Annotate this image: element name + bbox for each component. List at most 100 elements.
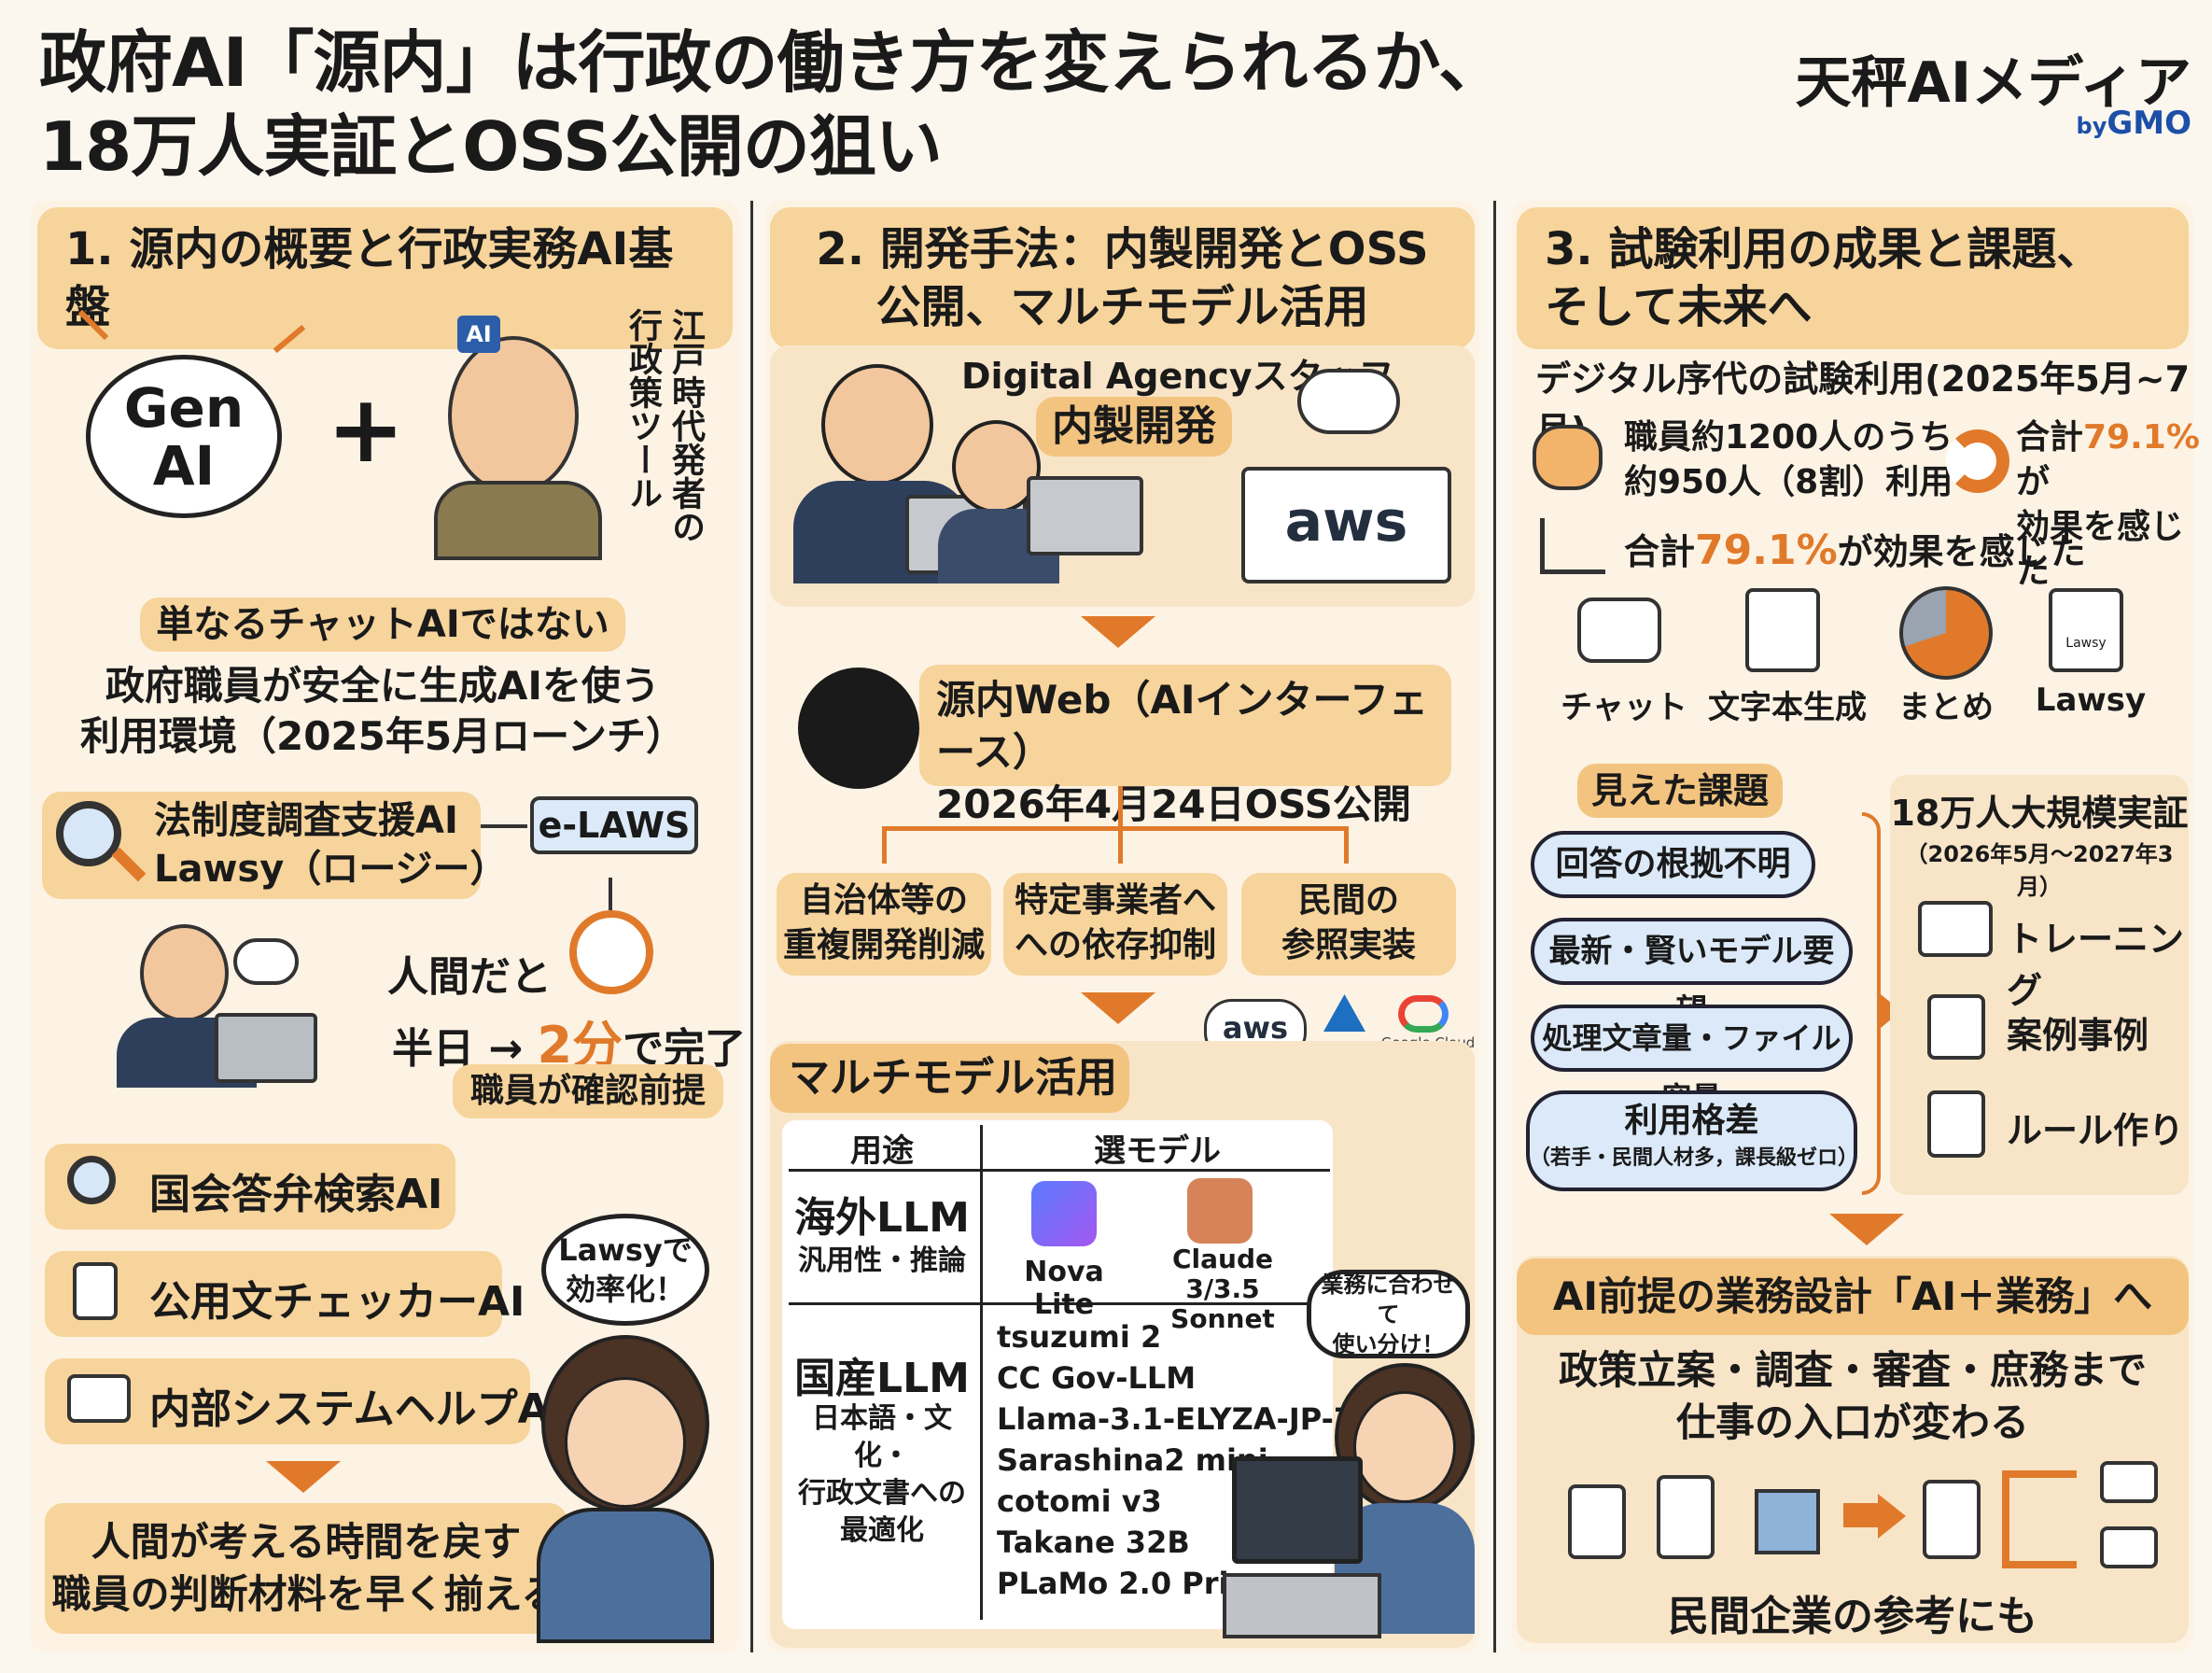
koyobun-card: [45, 1251, 502, 1337]
feature-lawsy-label: Lawsy: [2035, 682, 2147, 719]
brand-logo: 天秤AIメディア: [1795, 50, 2191, 116]
effect-percent: 79.1%: [2083, 418, 2200, 457]
koyobun-label: 公用文チェッカーAI: [149, 1278, 525, 1326]
face-icon: [1353, 1391, 1456, 1503]
cloud-users-icon: [1297, 369, 1400, 434]
domestic-model: Llama-3.1-ELYZA-JP-70B: [997, 1401, 1398, 1437]
denim-jacket-icon: [537, 1508, 714, 1643]
genai-web-line-1: 源内Web（AIインターフェース）: [936, 677, 1428, 775]
description-line-1: 政府職員が安全に生成AIを使う: [105, 663, 661, 709]
ai-chip-icon: AI: [457, 316, 500, 353]
staff-woman-illustration: [933, 420, 1148, 588]
claude-icon: [1187, 1178, 1253, 1244]
big-item-rules: ルール作り: [2007, 1110, 2185, 1151]
ai-design-description: 政策立案・調査・審査・庶務まで 仕事の入口が変わる: [1517, 1344, 2189, 1449]
branch-2-line-2: への依存抑制: [1014, 926, 1216, 964]
nova-label: Nova Lite: [1024, 1256, 1104, 1321]
issue4-line-1: 利用格差: [1624, 1102, 1759, 1140]
users-stat: 職員約1200人のうち 約950人（8割）利用: [1624, 415, 1953, 505]
kokkai-label: 国会答弁検索AI: [149, 1171, 443, 1218]
pie-summary-icon: [1899, 586, 1993, 680]
branch-reference-impl: 民間の 参照実装: [1241, 873, 1456, 976]
return-line-1: 人間が考える時間を戻す: [91, 1519, 522, 1565]
branch-1-line-1: 自治体等の: [799, 881, 968, 920]
issue-latest-model: 最新・賢いモデル要望: [1531, 918, 1853, 1030]
effect-line-1: 合計79.1%が: [2016, 415, 2212, 505]
heading-2-line-2: 公開、マルチモデル活用: [875, 281, 1369, 333]
issue4-line-2: （若手・民間人材多，課長級ゼロ）: [1530, 1146, 1859, 1170]
overseas-llm-label: 海外LLM: [794, 1194, 970, 1242]
return-line-2: 職員の判断材料を早く揃える: [51, 1571, 561, 1617]
title-line-1: 政府AI「源内」は行政の働き方を変えられるか、: [39, 23, 1505, 102]
big-demo-period: （2026年5月～2027年3月）: [1905, 841, 2174, 900]
computer-girl-illustration: [1223, 1363, 1475, 1643]
table-divider: [789, 1169, 1330, 1172]
branch-line: [1118, 826, 1123, 864]
claude-label: Claude 3/3.5 Sonnet: [1134, 1244, 1311, 1334]
window-help-icon: [67, 1374, 131, 1423]
kimono-icon: [434, 481, 602, 560]
section-3-heading: 3. 試験利用の成果と課題、 そして未来へ: [1517, 207, 2189, 349]
face-icon: [565, 1377, 686, 1508]
google-cloud-icon: [1398, 995, 1449, 1033]
overseas-llm-sub: 汎用性・推論: [798, 1244, 966, 1277]
claude-line-1: Claude 3/3.5: [1171, 1244, 1273, 1304]
big-item-cases: 案例事例: [2007, 1015, 2149, 1056]
edo-caption: 江戸時代発者の行政策ツール: [623, 308, 705, 543]
flow-arrow-head-icon: [1878, 1494, 1906, 1539]
face-icon: [821, 364, 933, 485]
branch-2-line-1: 特定事業者へ: [1014, 881, 1216, 920]
users-group-icon: [1533, 425, 1603, 490]
design-line-1: 政策立案・調査・審査・庶務まで: [1558, 1347, 2147, 1393]
ai-design-title: AI前提の業務設計「AI＋業務」へ: [1517, 1258, 2189, 1335]
chat-icon: [1577, 598, 1661, 663]
feature-docgen-label: 文字本生成: [1708, 689, 1867, 726]
big-item-training: トレーニング: [2007, 919, 2185, 1011]
claude-line-2: Sonnet: [1170, 1303, 1275, 1334]
branch-1-line-2: 重複開発削減: [782, 926, 985, 964]
issue-usage-gap: 利用格差 （若手・民間人材多，課長級ゼロ）: [1526, 1090, 1859, 1191]
lawsy-line-2: Lawsy（ロージー）: [154, 848, 508, 891]
lawsy-line-1: 法制度調査支援AI: [154, 799, 458, 842]
section-1-heading: 1. 源内の概要と行政実務AI基盤: [37, 207, 733, 349]
effect-suffix: が: [2016, 463, 2051, 501]
rule-clipboard-icon: [1927, 1090, 1985, 1158]
document-pen-icon: [73, 1262, 118, 1320]
column-divider: [1493, 201, 1496, 1652]
return-time-card: 人間が考える時間を戻す 職員の判断材料を早く揃える: [45, 1503, 567, 1634]
effect2-prefix: 合計: [1624, 531, 1696, 572]
domestic-model: tsuzumi 2: [997, 1319, 1162, 1355]
domestic-model-list: tsuzumi 2 CC Gov-LLM Llama-3.1-ELYZA-JP-…: [997, 1316, 1398, 1604]
table-divider: [789, 1302, 1330, 1305]
github-icon: [798, 668, 919, 789]
genai-cloud-bubble: Gen AI: [86, 355, 282, 518]
elaws-badge: e-LAWS: [530, 796, 698, 854]
effect-summary: 合計79.1%が効果を感じた: [1624, 523, 2086, 574]
flow-arrow-icon: [1843, 1503, 1881, 1527]
not-chat-badge: 単なるチャットAIではない: [140, 598, 625, 652]
design-line-2: 仕事の入口が変わる: [1675, 1399, 2029, 1445]
domestic-sub-line-1: 日本語・文化・: [812, 1402, 952, 1472]
brand-byline: byGMO: [2077, 105, 2191, 142]
document-icon: [1568, 1484, 1626, 1559]
column-divider: [750, 201, 753, 1652]
donut-chart-icon: [1946, 429, 2009, 493]
chat-bubble-icon: [233, 938, 299, 985]
branch-line: [882, 826, 887, 864]
feature-summary-label: まとめ: [1898, 689, 1994, 726]
multimodel-title: マルチモデル活用: [770, 1044, 1129, 1113]
domestic-sub-line-2: 行政文書への: [798, 1477, 966, 1510]
magnifier-icon: [67, 1156, 116, 1204]
down-arrow-icon: [1081, 992, 1155, 1024]
down-arrow-icon: [1081, 616, 1155, 648]
title-line-2: 18万人実証とOSS公開の狙い: [39, 107, 943, 186]
laptop-icon: [215, 1013, 317, 1083]
arrow-line: [609, 878, 612, 910]
private-reference-label: 民間企業の参考にも: [1668, 1593, 2037, 1640]
human-time-label: 人間だと: [387, 953, 552, 1001]
guide-girl-illustration: [532, 1335, 719, 1643]
domestic-llm-sub: 日本語・文化・ 行政文書への 最適化: [789, 1400, 975, 1550]
domestic-model: cotomi v3: [997, 1483, 1162, 1519]
down-arrow-icon: [266, 1461, 341, 1493]
result-document-icon: [1923, 1480, 1981, 1559]
